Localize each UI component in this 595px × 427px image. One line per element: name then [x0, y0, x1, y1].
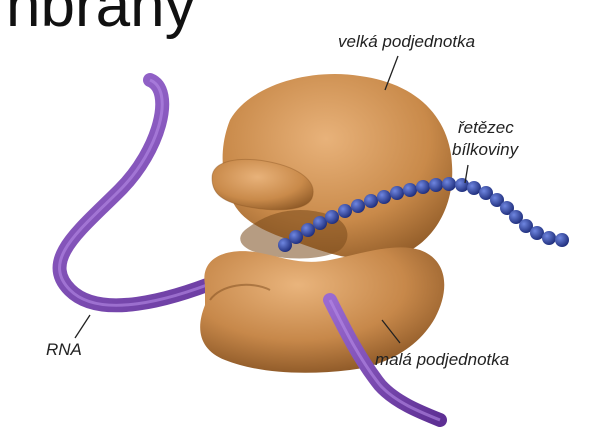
large-subunit — [212, 74, 452, 259]
label-small-subunit: malá podjednotka — [375, 350, 509, 370]
label-large-subunit: velká podjednotka — [338, 32, 475, 52]
label-rna: RNA — [46, 340, 82, 360]
label-protein-chain-2: bílkoviny — [452, 140, 518, 160]
label-protein-chain-1: řetězec — [458, 118, 514, 138]
